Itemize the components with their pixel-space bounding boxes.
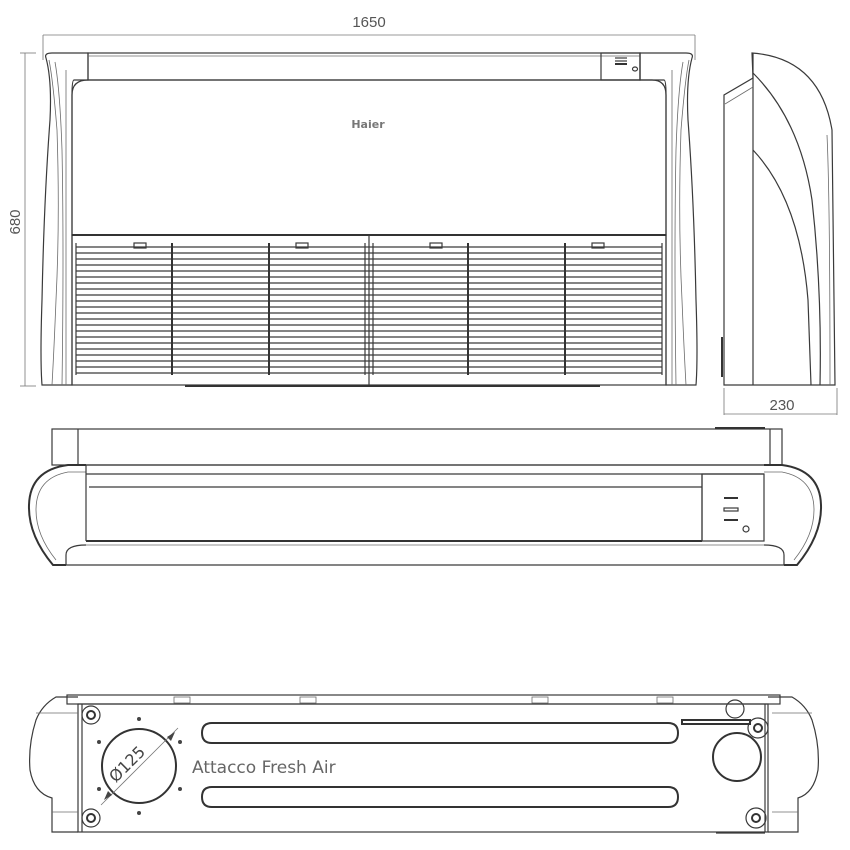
screw-icon	[745, 807, 767, 829]
drain-slots	[200, 722, 680, 808]
top-view	[27, 427, 823, 566]
duct-diameter-label: Ø125	[105, 742, 149, 786]
screw-icon	[81, 705, 101, 725]
width-dimension: 1650	[42, 14, 696, 60]
depth-dimension-label: 230	[769, 397, 794, 414]
screw-icon	[81, 808, 101, 828]
status-indicator-icon	[723, 497, 750, 533]
receiver-panel	[701, 473, 765, 542]
mounting-clips	[173, 696, 674, 704]
display-indicator-icon	[615, 57, 639, 72]
fresh-air-label: Attacco Fresh Air	[192, 758, 336, 778]
height-dimension: 680	[7, 52, 36, 387]
air-outlet-grille	[71, 234, 667, 387]
height-dimension-label: 680	[7, 209, 24, 234]
width-dimension-label: 1650	[352, 14, 385, 31]
fresh-air-duct: Ø125	[97, 717, 182, 815]
bottom-view: Ø125 Attacco Fresh Air	[29, 694, 819, 834]
brand-logo: Haier	[351, 118, 385, 131]
side-view: 230	[721, 52, 838, 415]
screw-icon	[747, 717, 769, 739]
drain-outlet	[712, 732, 762, 782]
depth-dimension: 230	[723, 388, 838, 415]
front-view: 1650 680 Haier	[7, 14, 698, 387]
